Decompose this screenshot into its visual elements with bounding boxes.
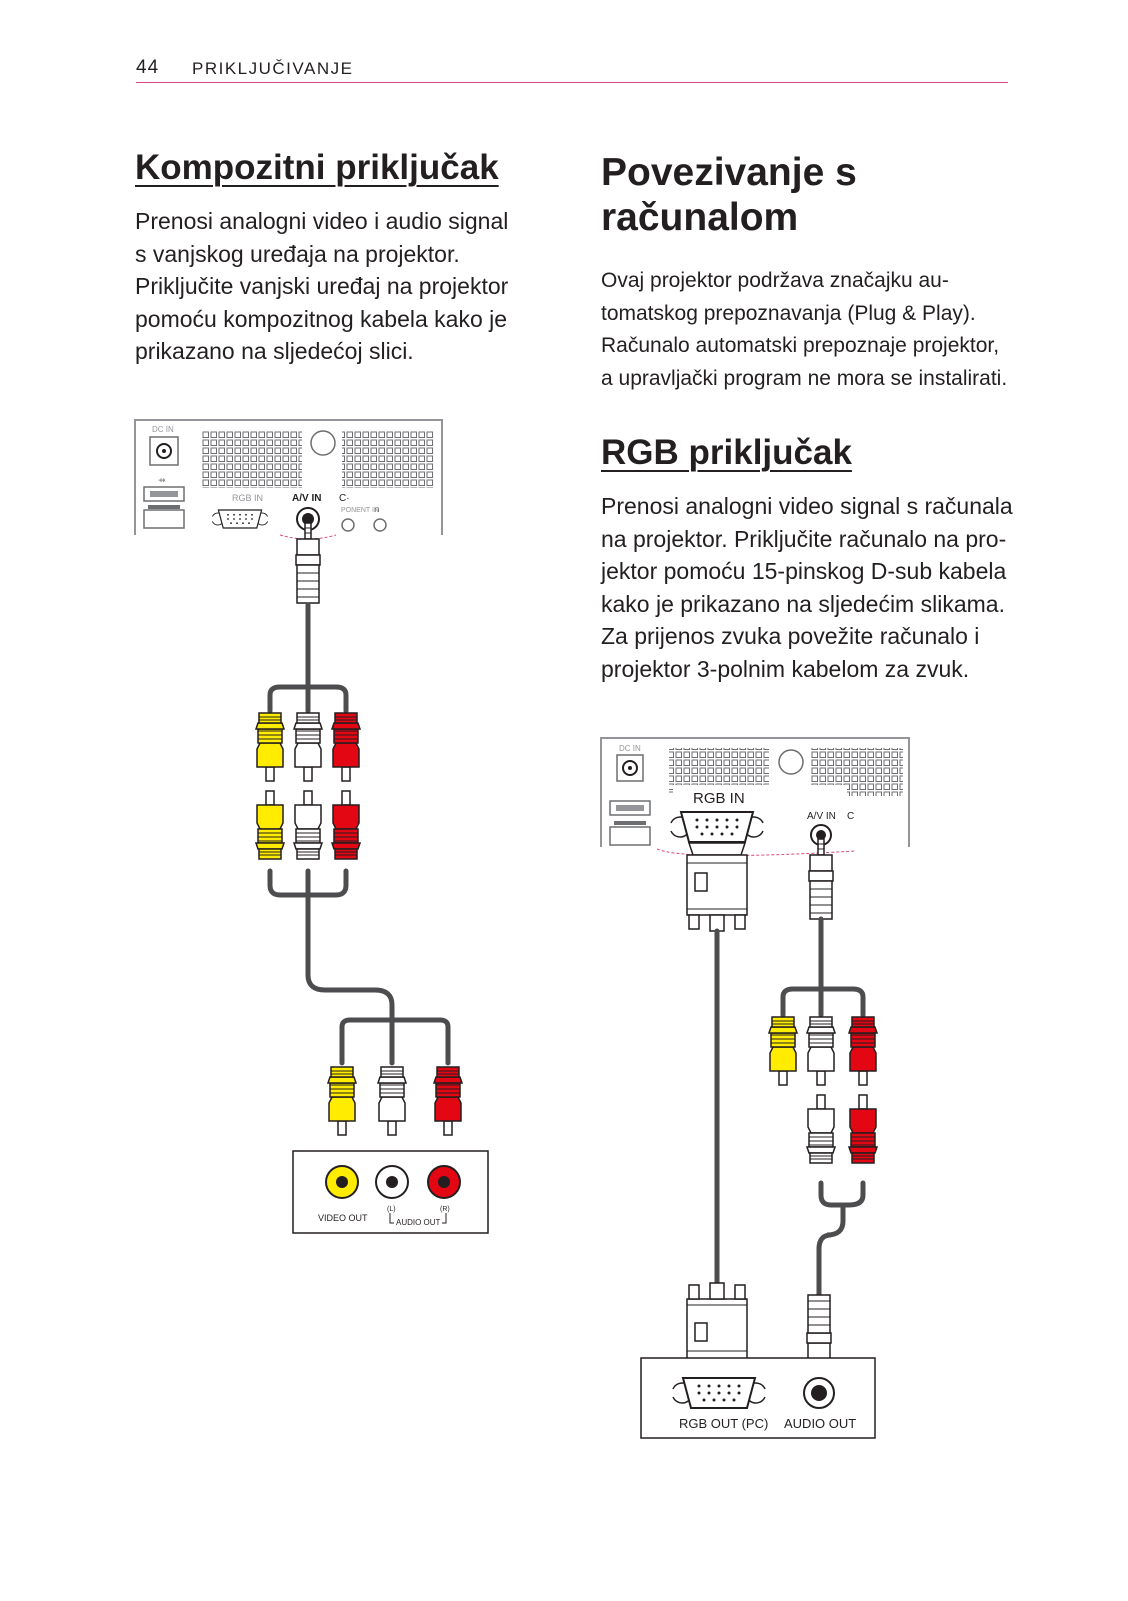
component-in-label: PONENT IN — [341, 507, 379, 514]
hdmi-port — [609, 826, 651, 846]
paragraph-line: s vanjskog uređaja na projektor. — [135, 240, 460, 267]
paragraph-line: pomoću kompozitnog kabela kako je — [135, 305, 508, 332]
speaker-grill — [342, 430, 434, 488]
paragraph-line: Prenosi analogni video signal s računala — [601, 493, 1013, 519]
pc-panel: RGB OUT (PC) AUDIO OUT — [640, 1357, 876, 1439]
right-channel-label: (R) — [440, 1206, 450, 1213]
pc-intro-paragraph: Ovaj projektor podržava značajku au- tom… — [601, 265, 1007, 395]
paragraph-line: projektor 3-polnim kabelom za zvuk. — [601, 655, 970, 682]
svg-text:C: C — [847, 811, 854, 822]
hdmi-port — [143, 509, 185, 529]
rgb-paragraph: Prenosi analogni video signal s računala… — [601, 490, 1013, 685]
paragraph-line: a upravljački program ne mora se instali… — [601, 366, 1008, 390]
speaker-grill — [202, 430, 302, 488]
projector-back-panel: DC IN RGB IN A/V IN C — [600, 737, 910, 857]
paragraph-line: Prenosi analogni video i audio signal — [135, 208, 509, 234]
paragraph-line: kako je prikazano na sljedećim slikama. — [601, 590, 1005, 617]
composite-heading: Kompozitni priključak — [135, 148, 499, 187]
paragraph-line: Ovaj projektor podržava značajku au- — [601, 269, 949, 292]
mini-jack-plug — [808, 838, 834, 920]
header-divider — [136, 82, 1008, 83]
rca-plugs-upper — [255, 712, 361, 782]
rgb-in-label: RGB IN — [232, 493, 263, 503]
paragraph-line: Za prijenos zvuka povežite računalo i — [601, 623, 980, 649]
rca-plug-red — [848, 1016, 878, 1086]
video-out-label: VIDEO OUT — [318, 1213, 368, 1223]
rgb-in-label: RGB IN — [693, 790, 745, 807]
projector-back-panel: DC IN ⇸ RGB IN A/V IN C· PONENT IN ∩ — [134, 419, 443, 540]
title-line: računalom — [601, 196, 799, 239]
page-number: 44 — [136, 57, 160, 78]
svg-text:C·: C· — [339, 493, 350, 504]
rca-plugs-middle — [255, 790, 361, 860]
rca-plug-white — [806, 1016, 836, 1086]
dc-in-label: DC IN — [152, 425, 174, 434]
audio-out-label: AUDIO OUT — [784, 1416, 856, 1431]
rgb-out-label: RGB OUT (PC) — [679, 1416, 768, 1431]
rca-plug-red — [848, 1094, 878, 1164]
video-device-panel: VIDEO OUT (L) (R) AUDIO OUT — [292, 1150, 489, 1234]
dc-in-label: DC IN — [619, 744, 641, 753]
rgb-connection-diagram: DC IN RGB IN A/V IN C — [600, 737, 910, 1439]
rca-plug-white — [806, 1094, 836, 1164]
headphone-icon: ∩ — [374, 504, 380, 514]
cable — [714, 916, 866, 1298]
av-in-label: A/V IN — [292, 493, 321, 504]
composite-connection-diagram: DC IN ⇸ RGB IN A/V IN C· PONENT IN ∩ — [134, 419, 489, 1234]
paragraph-line: jektor pomoću 15-pinskog D-sub kabela — [601, 558, 1007, 584]
audio-out-label: AUDIO OUT — [396, 1218, 441, 1227]
dc-in-port — [149, 436, 179, 466]
av-in-label: A/V IN — [807, 811, 836, 822]
left-channel-label: (L) — [387, 1206, 396, 1213]
cable — [267, 602, 451, 1066]
rca-plug-yellow — [768, 1016, 798, 1086]
paragraph-line: tomatskog prepoznavanja (Plug & Play). — [601, 301, 976, 325]
title-line: Povezivanje s — [601, 151, 857, 194]
rca-plugs-lower — [327, 1066, 463, 1136]
paragraph-line: Priključite vanjski uređaj na projektor — [135, 273, 509, 299]
usb-icon: ⇸ — [158, 475, 166, 485]
paragraph-line: na projektor. Priključite računalo na pr… — [601, 525, 1007, 552]
vga-plug — [686, 842, 748, 932]
composite-paragraph: Prenosi analogni video i audio signal s … — [135, 205, 508, 368]
paragraph-line: prikazano na sljedećoj slici. — [135, 338, 414, 364]
paragraph-line: Računalo automatski prepoznaje projektor… — [601, 334, 1000, 357]
pc-connection-title: Povezivanje s računalom — [601, 150, 857, 240]
section-title: PRIKLJUČIVANJE — [192, 59, 354, 78]
rgb-heading: RGB priključak — [601, 433, 852, 472]
